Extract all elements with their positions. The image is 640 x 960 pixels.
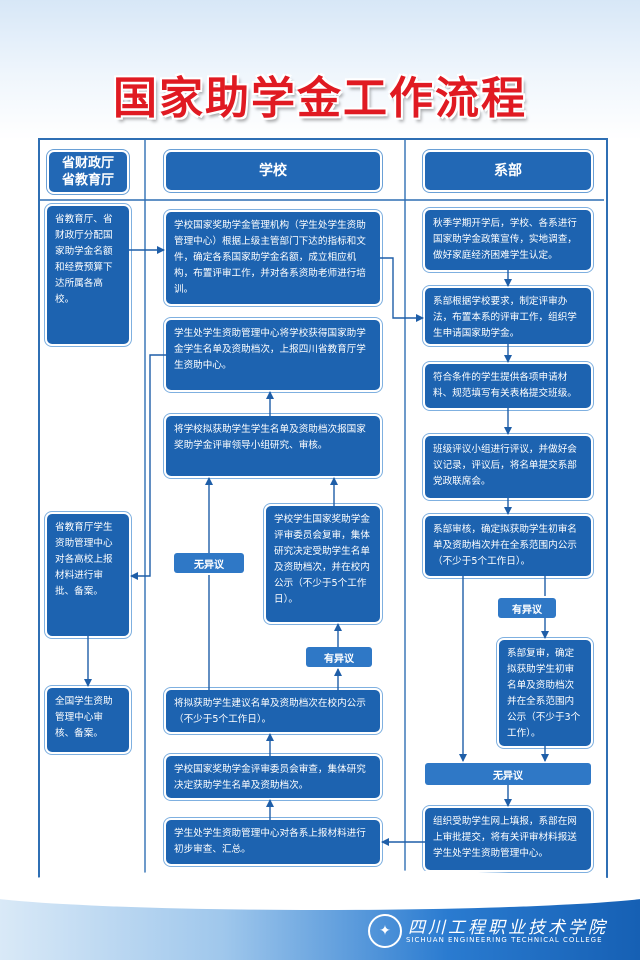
dept-step-dept-publicize: 系部审核，确定拟获助学生初审名单及资助档次并在全系范围内公示（不少于5个工作日）… (425, 516, 591, 576)
province-step-approve: 省教育厅学生资助管理中心对各高校上报材料进行审批、备案。 (47, 514, 129, 636)
dept-step-evaluation-plan: 系部根据学校要求，制定评审办法，布置本系的评审工作，组织学生申请国家助学金。 (425, 288, 591, 344)
college-logo-icon: ✦ (368, 914, 402, 948)
label-objection-dept: 有异议 (498, 598, 556, 618)
label-no-objection-school: 无异议 (174, 553, 244, 573)
label-no-objection-dept: 无异议 (425, 763, 591, 785)
province-step-national-review: 全国学生资助管理中心审核、备案。 (47, 688, 129, 752)
school-step-recheck: 学校学生国家奖助学金评审委员会复审，集体研究决定受助学生名单及资助档次，并在校内… (266, 506, 380, 622)
college-name-cn: 四川工程职业技术学院 (408, 918, 608, 938)
school-step-preliminary-check: 学生处学生资助管理中心对各系上报材料进行初步审查、汇总。 (166, 820, 380, 864)
page-title: 国家助学金工作流程 (113, 73, 527, 124)
column-header-department: 系部 (425, 152, 591, 190)
school-step-report-province: 学生处学生资助管理中心将学校获得国家助学金学生名单及资助档次，上报四川省教育厅学… (166, 320, 380, 390)
dept-step-class-review: 班级评议小组进行评议，并做好会议记录，评议后，将名单提交系部党政联席会。 (425, 436, 591, 498)
school-step-publicize: 将拟获助学生建议名单及资助档次在校内公示（不少于5个工作日）。 (166, 690, 380, 732)
footer-band (0, 870, 640, 960)
dept-step-online-submit: 组织受助学生网上填报，系部在网上审批提交，将有关评审材料报送学生处学生资助管理中… (425, 808, 591, 870)
label-objection-school: 有异议 (306, 647, 372, 667)
school-step-assign-quota: 学校国家奖助学金管理机构（学生处学生资助管理中心）根据上级主管部门下达的指标和文… (166, 212, 380, 304)
column-header-school: 学校 (166, 152, 380, 190)
dept-step-submit-materials: 符合条件的学生提供各项申请材料、规范填写有关表格提交班级。 (425, 364, 591, 408)
school-step-leader-review: 将学校拟获助学生学生名单及资助档次报国家奖助学金评审领导小组研究、审核。 (166, 416, 380, 476)
dept-step-dept-recheck: 系部复审，确定拟获助学生初审名单及资助档次并在全系范围内公示（不少于3个工作）。 (499, 640, 591, 746)
province-step-allocate: 省教育厅、省财政厅分配国家助学金名额和经费预算下达所属各高校。 (47, 206, 129, 344)
school-step-committee-review: 学校国家奖助学金评审委员会审查，集体研究决定获助学生名单及资助档次。 (166, 756, 380, 798)
column-header-province: 省财政厅 省教育厅 (49, 152, 127, 192)
college-name-en: SICHUAN ENGINEERING TECHNICAL COLLEGE (406, 936, 603, 944)
dept-step-policy-promotion: 秋季学期开学后，学校、各系进行国家助学金政策宣传，实地调查，做好家庭经济困难学生… (425, 210, 591, 270)
